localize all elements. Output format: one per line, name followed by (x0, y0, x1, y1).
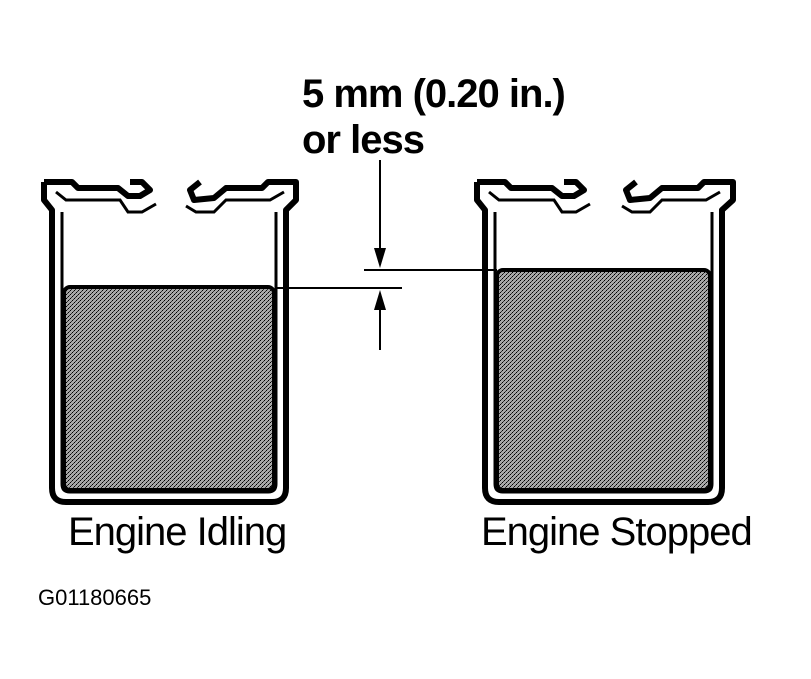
fluid-level-idling (62, 285, 276, 492)
reservoir-idling-rim-left (44, 179, 153, 199)
engine-stopped-label: Engine Stopped (481, 510, 753, 554)
spec-value-label: 5 mm (0.20 in.) (302, 72, 566, 116)
reservoir-stopped-rim-inner (488, 190, 591, 214)
dimension-arrow-bottom-head (374, 290, 386, 310)
engine-idling-label: Engine Idling (68, 510, 287, 554)
fluid-level-stopped (495, 268, 712, 492)
reservoir-idling (41, 179, 299, 505)
reservoir-stopped (474, 179, 736, 505)
reservoir-stopped-rim-inner-right (621, 190, 721, 214)
figure-id: G01180665 (38, 585, 152, 610)
reservoir-idling-outer-wall (41, 179, 299, 505)
reservoir-idling-rim-inner (55, 190, 157, 214)
dimension-indicator (374, 160, 386, 350)
reservoir-stopped-outer-wall (474, 179, 736, 505)
spec-qualifier-label: or less (302, 118, 425, 162)
dimension-arrow-top-head (374, 248, 386, 268)
reservoir-stopped-rim-left (477, 179, 587, 199)
reservoir-idling-rim-inner-right (185, 190, 285, 214)
